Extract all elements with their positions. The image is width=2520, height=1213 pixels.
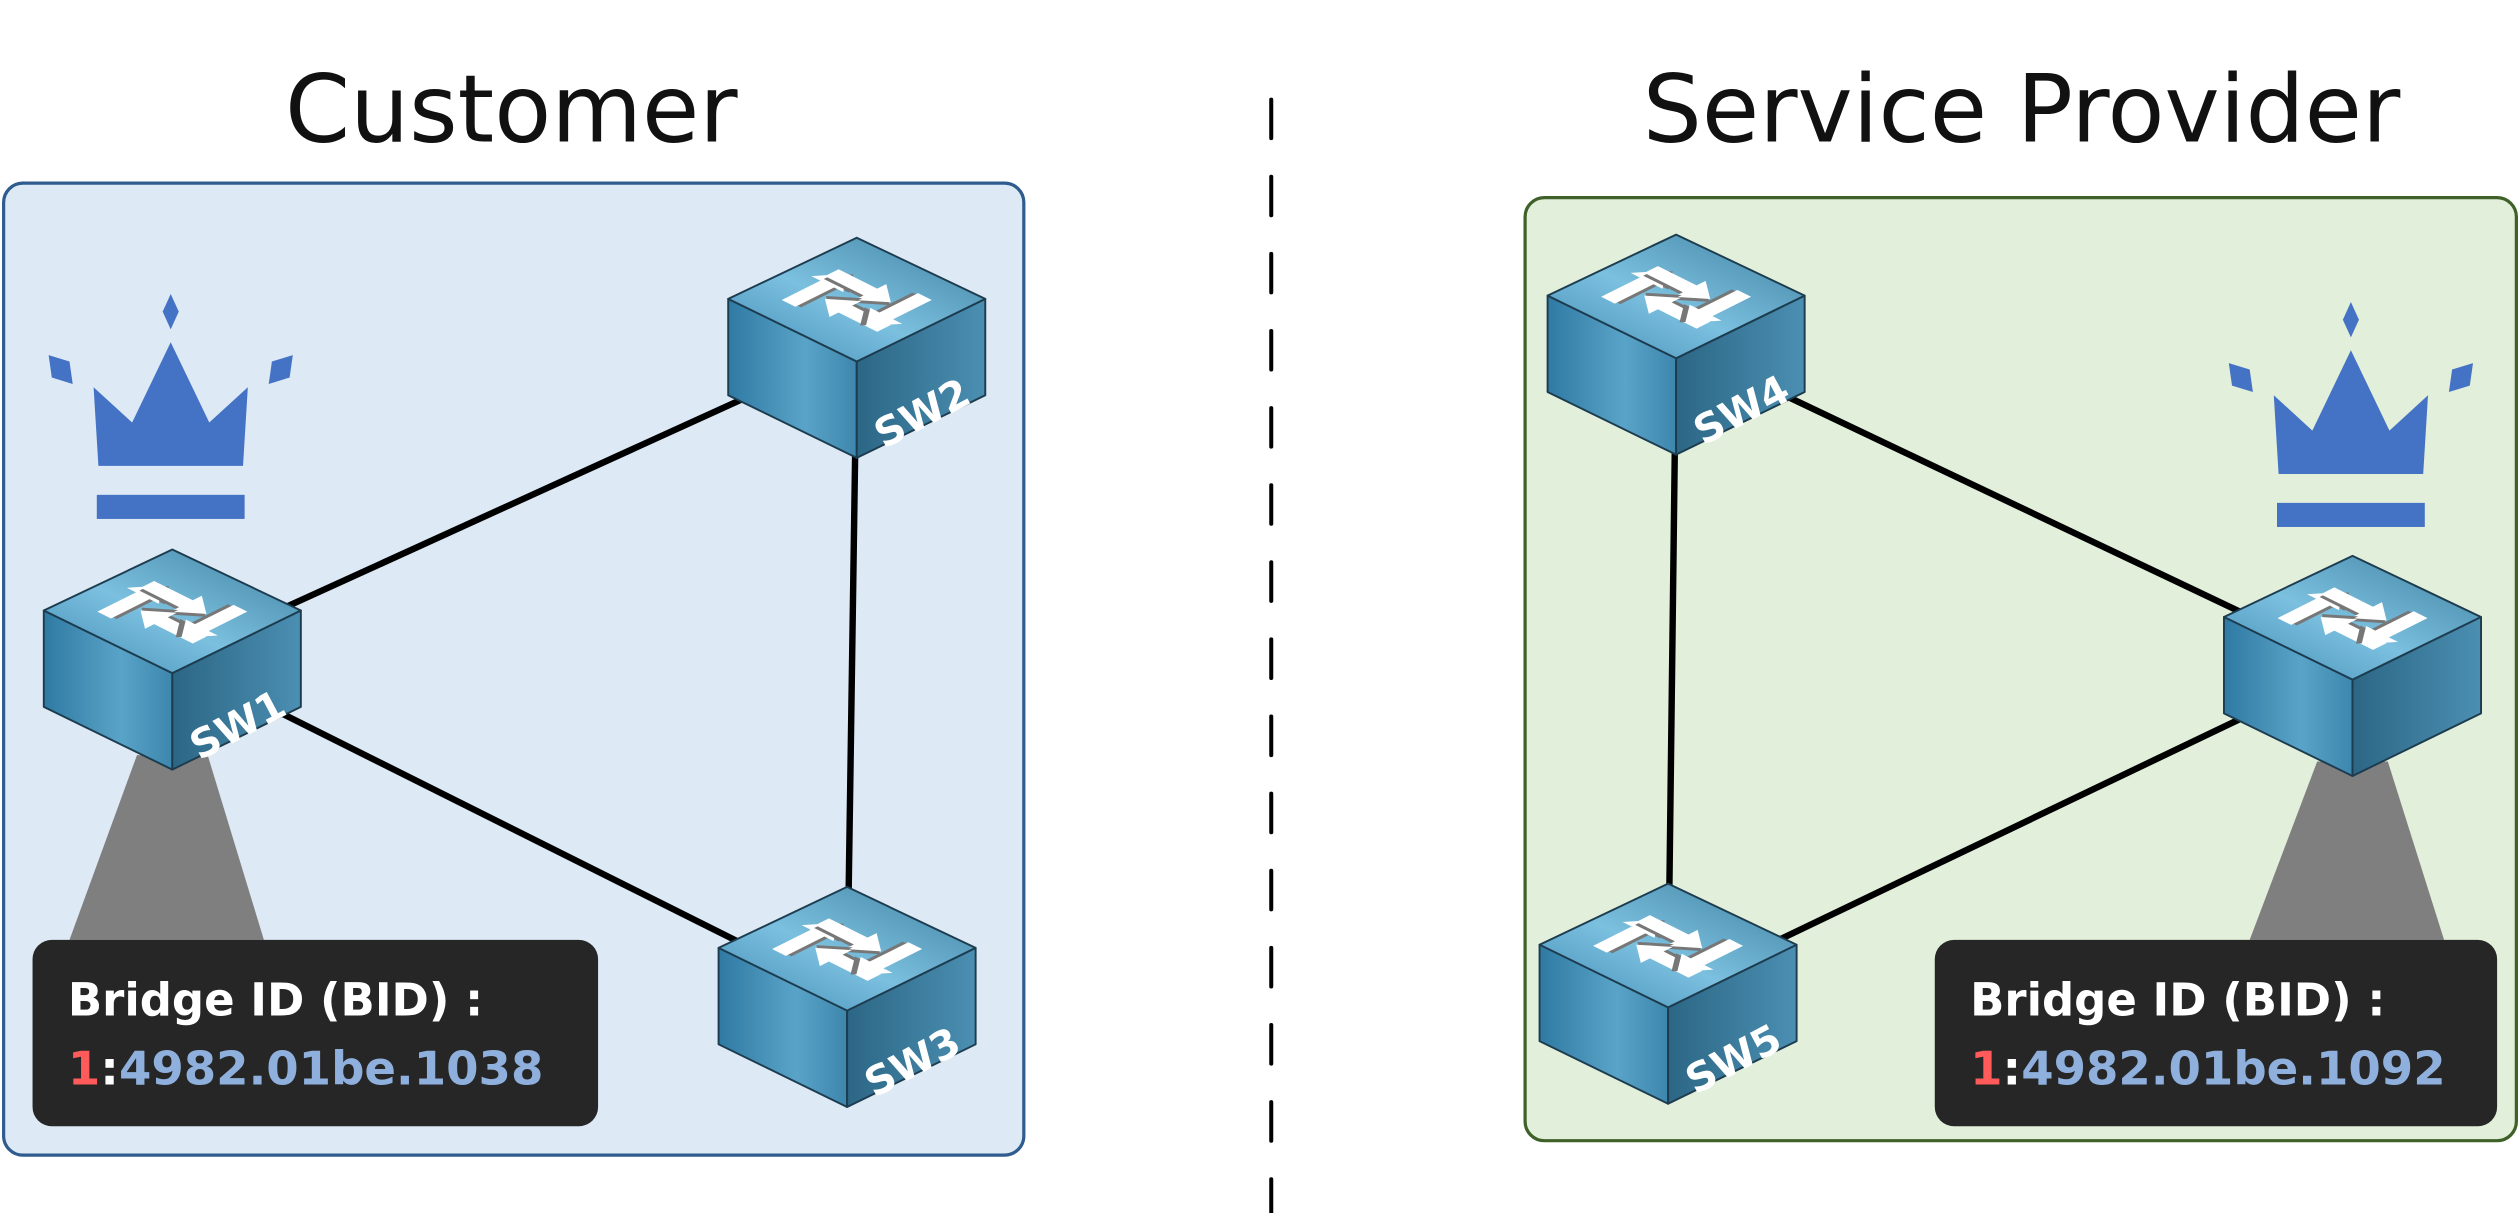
root-highlight-beam	[69, 755, 264, 940]
switch-sw6[interactable]	[2223, 554, 2482, 777]
customer-bid-mac: 4982.01be.1038	[119, 1041, 543, 1095]
switch-arrows-icon	[2277, 587, 2428, 650]
provider-bid-separator: :	[2003, 1041, 2022, 1095]
provider-bid-box: Bridge ID (BID) : 1:4982.01be.1092	[1934, 939, 2498, 1127]
switch-sw2[interactable]: SW2	[727, 236, 987, 459]
provider-title: Service Provider	[1643, 55, 2401, 163]
provider-bid-label: Bridge ID (BID) :	[1970, 973, 2385, 1026]
crown-icon	[2228, 302, 2473, 527]
provider-bid-value: 1:4982.01be.1092	[1970, 1041, 2445, 1095]
switch-arrows-icon	[1593, 915, 1744, 978]
customer-bid-value: 1:4982.01be.1038	[68, 1041, 543, 1095]
customer-bid-separator: :	[100, 1041, 119, 1095]
switch-sw5[interactable]: SW5	[1538, 882, 1798, 1105]
switch-arrows-icon	[772, 918, 923, 981]
customer-bid-label: Bridge ID (BID) :	[68, 973, 483, 1026]
customer-bid-box: Bridge ID (BID) : 1:4982.01be.1038	[32, 939, 599, 1127]
crown-icon	[48, 294, 293, 519]
switch-arrows-icon	[1601, 266, 1752, 329]
switch-arrows-icon	[781, 269, 932, 332]
customer-bid-priority: 1	[68, 1041, 100, 1095]
switch-arrows-icon	[97, 580, 248, 644]
provider-bid-mac: 4982.01be.1092	[2021, 1041, 2445, 1095]
customer-title: Customer	[285, 55, 738, 163]
root-highlight-beam	[2249, 761, 2445, 940]
customer-network-area	[2, 181, 1026, 1157]
provider-bid-priority: 1	[1970, 1041, 2002, 1095]
